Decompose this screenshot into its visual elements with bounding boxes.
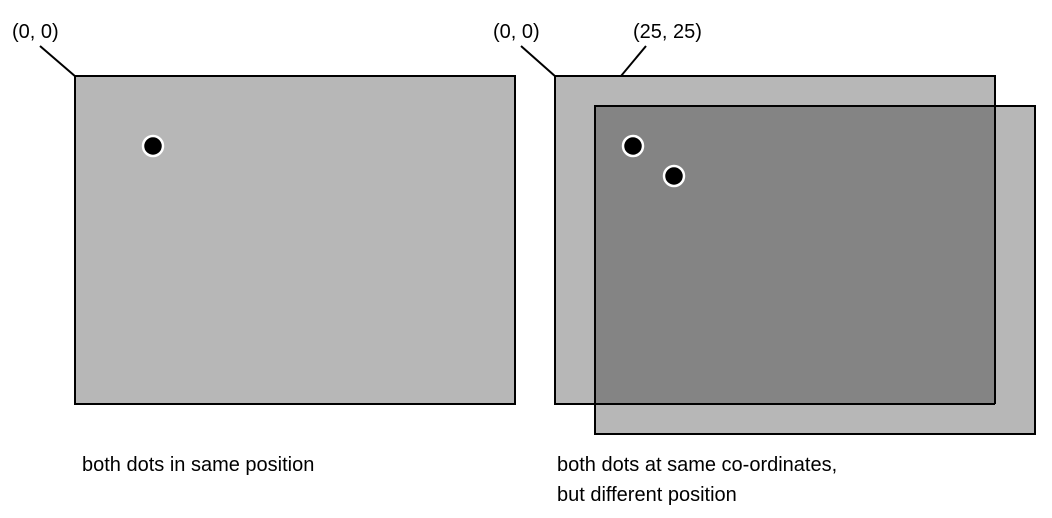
overlap-region	[595, 106, 995, 404]
left-dot	[141, 134, 165, 158]
offset-frame-dot	[662, 164, 686, 188]
left-origin-leader	[39, 45, 77, 78]
original-frame-dot	[621, 134, 645, 158]
offset-label: (25, 25)	[633, 21, 702, 43]
right-caption-line1: both dots at same co-ordinates,	[557, 454, 837, 476]
left-panel: (0, 0) both dots in same position	[12, 21, 516, 476]
right-origin-label: (0, 0)	[493, 21, 540, 43]
left-frame	[74, 75, 516, 405]
right-origin-leader	[520, 45, 557, 78]
right-caption-line2: but different position	[557, 484, 737, 506]
left-origin-label: (0, 0)	[12, 21, 59, 43]
left-caption: both dots in same position	[82, 454, 314, 476]
right-panel: (0, 0) (25, 25) both dots at same co-ord…	[493, 21, 1036, 506]
